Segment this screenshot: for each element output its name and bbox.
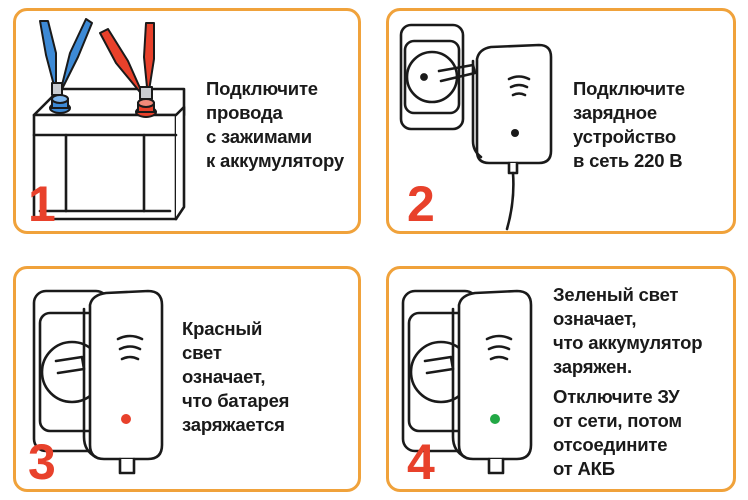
positive-terminal — [135, 98, 157, 118]
battery-with-clamps-icon — [32, 18, 186, 221]
step-instruction: Красный свет означает, что батарея заряж… — [182, 318, 290, 435]
red-clamp-icon — [99, 22, 155, 100]
blue-clamp-icon — [39, 18, 93, 96]
step-card-1: 1 Подключите провода с зажимами к аккуму… — [13, 8, 361, 234]
red-led-icon — [121, 414, 131, 424]
green-led-icon — [490, 414, 500, 424]
step-number: 2 — [407, 176, 435, 232]
step-card-4: 4 Зеленый свет означает, что аккумулятор… — [386, 266, 736, 492]
step-instruction: Подключите зарядное устройство в сеть 22… — [573, 78, 685, 171]
step-card-2: 2 Подключите зарядное устройство в сеть … — [386, 8, 736, 234]
charger-green-led-icon — [401, 289, 533, 475]
step-number: 4 — [407, 434, 435, 490]
charger-plugged-into-socket-icon — [399, 23, 553, 231]
negative-terminal — [49, 94, 71, 114]
step-instruction: Подключите провода с зажимами к аккумуля… — [206, 78, 344, 171]
step-card-3: 3 Красный свет означает, что батарея зар… — [13, 266, 361, 492]
step-number: 3 — [28, 434, 56, 490]
charger-red-led-icon — [32, 289, 164, 475]
step-instruction: Зеленый свет означает, что аккумулятор з… — [553, 284, 703, 479]
step-number: 1 — [28, 176, 56, 232]
